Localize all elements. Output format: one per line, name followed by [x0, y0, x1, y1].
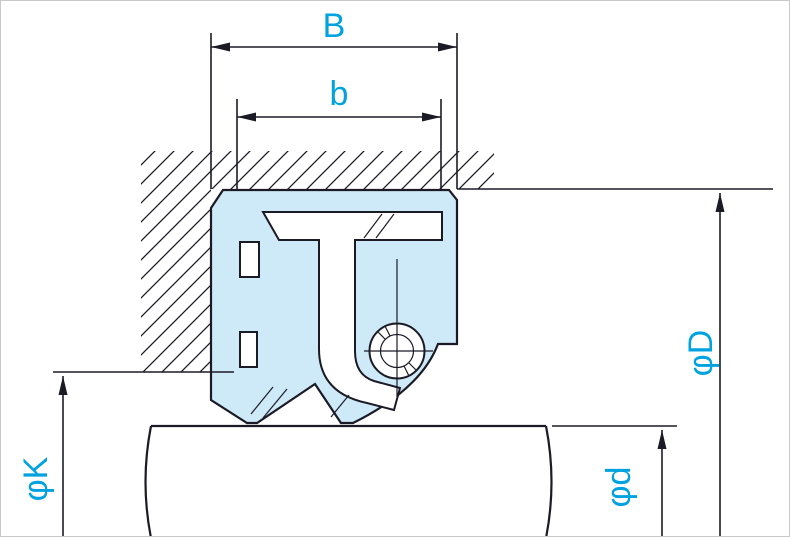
arrowhead-phiK-up	[58, 376, 68, 395]
dimension-shaft-diameter-phid: φd	[552, 425, 677, 536]
spring-hatch-tick-4	[403, 365, 410, 377]
arrowhead-b-left	[237, 112, 256, 122]
spring-hatch-tick-2	[384, 325, 391, 337]
shaft-right-end-curve	[544, 425, 553, 536]
dimension-outer-diameter-phiD: φD	[457, 188, 773, 536]
arrowhead-b-right	[422, 112, 441, 122]
case-section-tick-2	[375, 213, 395, 239]
section-hatch-ticks	[250, 213, 395, 419]
arrowhead-B-right	[438, 42, 457, 52]
label-shaft-diameter-phid: φd	[600, 467, 638, 508]
housing-hatch-region	[141, 151, 494, 372]
od-rib-section-upper	[239, 241, 260, 278]
garter-spring	[364, 259, 433, 397]
dimension-seal-width-B: B	[210, 7, 458, 189]
dimension-lip-diameter-phiK: φK	[17, 371, 234, 536]
arrowhead-B-left	[211, 42, 230, 52]
housing-hatch-fill	[141, 151, 494, 372]
dimension-case-width-b: b	[236, 75, 442, 189]
lip-section-tick-3	[330, 394, 350, 418]
seal-cross-section	[209, 188, 459, 425]
arrowhead-phiD-up	[715, 193, 725, 212]
metal-case-insert	[261, 211, 443, 412]
shaft	[144, 424, 553, 536]
label-outer-diameter-phiD: φD	[682, 330, 720, 377]
label-seal-width-B: B	[323, 7, 346, 45]
spring-hatch-tick-1	[377, 331, 386, 340]
label-lip-diameter-phiK: φK	[17, 456, 55, 501]
arrowhead-phid-up	[657, 430, 667, 449]
label-case-width-b: b	[330, 75, 349, 113]
spring-hatch-tick-3	[408, 362, 417, 371]
shaft-left-end-curve	[144, 425, 153, 536]
case-section-tick-1	[363, 213, 383, 239]
lip-section-tick-1	[250, 386, 274, 415]
lip-section-tick-2	[262, 388, 288, 419]
od-rib-section-lower	[239, 331, 258, 368]
